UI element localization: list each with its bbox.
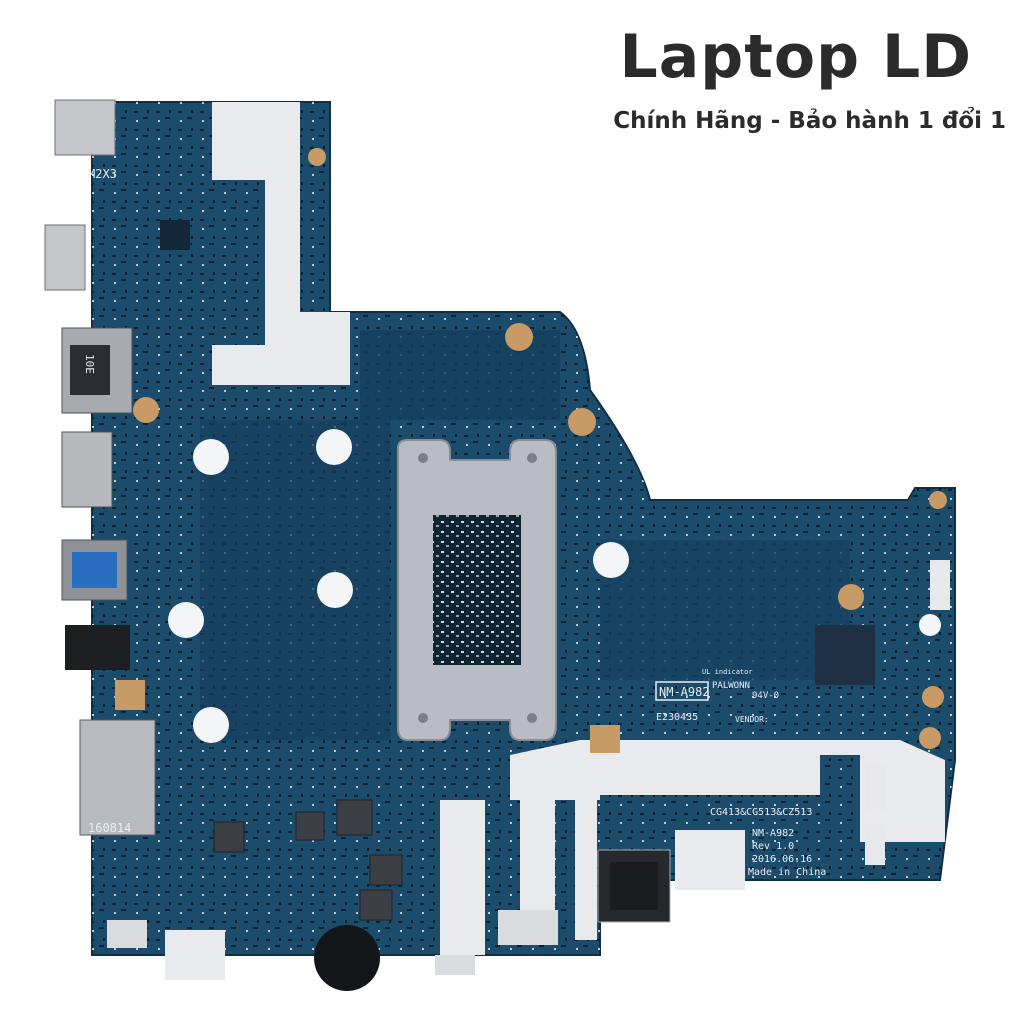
card-reader bbox=[79, 719, 156, 836]
silk-mark-line-3: Rev 1.0 bbox=[752, 841, 794, 852]
silk-screw-label: M2X3 bbox=[88, 167, 117, 181]
silk-rating-label: 94V-0 bbox=[752, 691, 779, 701]
silk-ul-label: UL indicator bbox=[702, 668, 753, 676]
shield-tape-top bbox=[212, 102, 350, 385]
headphone-jack bbox=[65, 625, 130, 670]
silk-mark-line-2: NM-A982 bbox=[752, 828, 794, 839]
silk-part-label: NM-A982 bbox=[659, 685, 710, 699]
hdmi-port bbox=[61, 431, 113, 508]
silk-vendor-caption: VENDOR: bbox=[735, 715, 769, 724]
silk-mark-line-5: Made in China bbox=[748, 867, 826, 878]
mounting-holes bbox=[168, 429, 941, 743]
silk-vendor-label: PALWONN bbox=[712, 681, 750, 691]
audio-jack bbox=[54, 99, 116, 156]
silk-mark-line-1: CG413&CG513&CZ513 bbox=[710, 807, 812, 818]
silk-usb-label: 10E bbox=[83, 354, 96, 374]
silk-mark-line-4: 2016.06.16 bbox=[752, 854, 812, 865]
shield-tape-center bbox=[440, 800, 485, 955]
silk-code-label: E230435 bbox=[656, 712, 698, 723]
cpu-bracket bbox=[397, 439, 557, 741]
copper-pads bbox=[115, 148, 947, 753]
shop-subtitle: Chính Hãng - Bảo hành 1 đổi 1 bbox=[613, 108, 1006, 134]
buzzer bbox=[314, 925, 380, 991]
shop-title: Laptop LD bbox=[619, 22, 972, 92]
silk-cardreader-label: 160814 bbox=[88, 821, 131, 835]
side-connector bbox=[930, 560, 950, 610]
usb-c-port bbox=[44, 224, 86, 291]
shield-tape-bottom bbox=[510, 740, 945, 842]
